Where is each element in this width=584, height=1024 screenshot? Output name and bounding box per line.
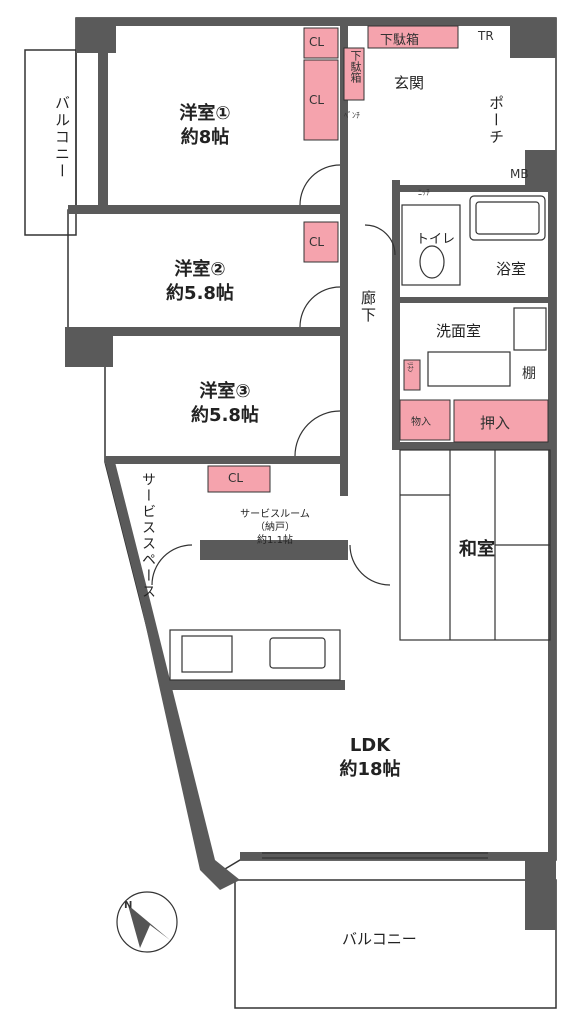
wall-slanted bbox=[105, 462, 240, 890]
toilet-box bbox=[401, 204, 461, 286]
wall-wash-top bbox=[392, 297, 556, 303]
stove bbox=[181, 635, 233, 673]
japanese-label: 和室 bbox=[459, 539, 495, 560]
mb-label: MB bbox=[510, 167, 529, 181]
wall-top bbox=[76, 18, 556, 26]
wall-left3 bbox=[65, 327, 113, 367]
compass-circle bbox=[116, 891, 178, 953]
service-room-line2: （納戸） bbox=[255, 522, 295, 533]
cl-1a-box bbox=[303, 27, 339, 59]
wall-kitchen bbox=[165, 680, 345, 690]
kitchen-counter bbox=[169, 629, 341, 681]
niche-label: ﾆｯﾁ bbox=[418, 188, 430, 197]
balcony-bottom-outline bbox=[234, 879, 557, 1009]
sink bbox=[269, 637, 326, 669]
corridor-label: 廊下 bbox=[359, 290, 377, 324]
service-space-label: サービススペース bbox=[140, 472, 156, 600]
wall-mb bbox=[525, 150, 556, 190]
shoebox-vert-box bbox=[343, 47, 365, 101]
bathtub bbox=[469, 195, 546, 241]
western2-size: 約5.8帖 bbox=[166, 283, 234, 304]
service-room-line3: 約1.1帖 bbox=[257, 535, 293, 546]
cl-2-box bbox=[303, 221, 339, 263]
western3-label: 洋室③ 約5.8帖 bbox=[175, 380, 275, 428]
wall-left1 bbox=[98, 26, 108, 206]
storage-small-box bbox=[399, 399, 451, 441]
western1-size: 約8帖 bbox=[180, 127, 230, 148]
ldk-label: LDK 約18帖 bbox=[320, 734, 420, 782]
door-swing-5 bbox=[151, 544, 193, 586]
service-room-label: サービスルーム （納戸） 約1.1帖 bbox=[215, 508, 335, 547]
washing-machine bbox=[513, 307, 547, 351]
balcony-left-label: バルコニー bbox=[53, 95, 71, 180]
washroom-label: 洗面室 bbox=[436, 322, 482, 340]
western1-label: 洋室① 約8帖 bbox=[160, 102, 250, 150]
wall-mid2 bbox=[68, 327, 348, 336]
cl-3-label: CL bbox=[228, 471, 244, 485]
oshiire-box bbox=[453, 399, 549, 443]
bathtub-inner bbox=[475, 201, 540, 235]
compass-arrow bbox=[128, 905, 170, 948]
wall-japanese-top bbox=[392, 442, 556, 450]
wall-bath-top bbox=[392, 185, 556, 192]
toilet-label: トイレ bbox=[416, 232, 456, 247]
balcony-left-outline bbox=[24, 49, 77, 236]
entrance-label: 玄関 bbox=[394, 74, 425, 92]
niche-box bbox=[403, 359, 421, 391]
western3-size: 約5.8帖 bbox=[191, 405, 259, 426]
cl-3-box bbox=[207, 465, 271, 493]
wall-service bbox=[200, 540, 348, 560]
wall-mid1 bbox=[68, 205, 348, 214]
shelf-label: 棚 bbox=[522, 366, 536, 382]
cl-1b-box bbox=[303, 59, 339, 141]
wall-top-left bbox=[76, 18, 116, 53]
door-swing-4 bbox=[349, 544, 391, 586]
cl-1a-label: CL bbox=[309, 35, 325, 49]
toilet-bowl bbox=[419, 245, 445, 279]
wall-mid3 bbox=[105, 456, 348, 464]
balcony-bottom-label: バルコニー bbox=[342, 930, 417, 948]
wall-bottom-right bbox=[525, 858, 556, 930]
compass-n-label: N bbox=[124, 900, 133, 911]
wash-basin bbox=[427, 351, 511, 387]
wall-corridor-left bbox=[340, 26, 348, 496]
western2-name: 洋室② bbox=[174, 259, 226, 280]
western1-name: 洋室① bbox=[179, 103, 231, 124]
service-room-line1: サービスルーム bbox=[240, 509, 310, 520]
ldk-name: LDK bbox=[349, 735, 391, 756]
western3-name: 洋室③ bbox=[199, 381, 251, 402]
shoebox-top-label: 下駄箱 bbox=[380, 33, 420, 48]
storage-small-label: 物入 bbox=[411, 417, 431, 428]
western2-label: 洋室② 約5.8帖 bbox=[150, 258, 250, 306]
door-swing-3 bbox=[294, 410, 341, 457]
oshiire-label: 押入 bbox=[480, 414, 511, 432]
step-label: ﾍﾞﾝﾁ bbox=[344, 111, 360, 120]
linen-label: ﾘﾈﾝ bbox=[406, 362, 414, 373]
door-swing-6 bbox=[364, 224, 396, 256]
tr-label: TR bbox=[478, 29, 494, 43]
shoebox-top-box bbox=[367, 25, 459, 49]
wall-right-top bbox=[510, 18, 556, 58]
bath-label: 浴室 bbox=[496, 260, 527, 278]
cl-1b-label: CL bbox=[309, 93, 325, 107]
wall-corridor-right bbox=[392, 180, 400, 450]
door-swing-2 bbox=[299, 286, 341, 328]
porch-label: ポーチ bbox=[487, 95, 505, 146]
wall-bottom bbox=[240, 852, 556, 860]
door-swing-1 bbox=[299, 164, 341, 206]
ldk-size: 約18帖 bbox=[339, 759, 401, 780]
wall-right bbox=[548, 150, 556, 860]
shoebox-vert-label: 下駄箱 bbox=[349, 50, 362, 83]
cl-2-label: CL bbox=[309, 235, 325, 249]
